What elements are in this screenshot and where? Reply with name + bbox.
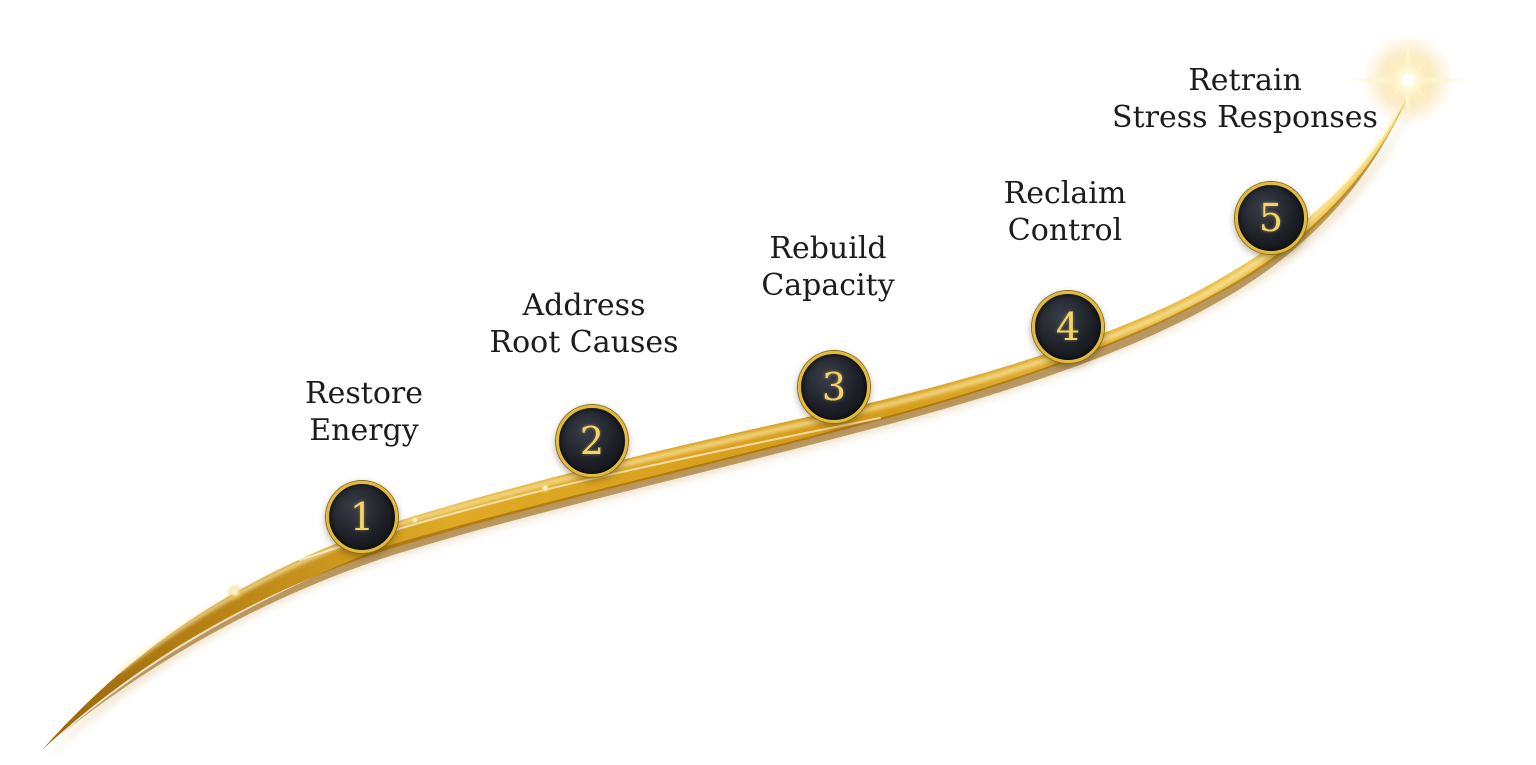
step-5-label-line1: Retrain [1188, 63, 1302, 98]
step-3-label-line1: Rebuild [769, 231, 887, 266]
step-4-label-line1: Reclaim [1003, 176, 1127, 211]
step-2-label-line2: Root Causes [489, 325, 679, 360]
step-2-number: 2 [579, 419, 605, 463]
golden-ribbon [42, 92, 1410, 750]
step-1-badge: 1 [326, 481, 398, 553]
step-4-label-line2: Control [1007, 213, 1123, 248]
glint [226, 583, 244, 601]
step-1-label: Restore Energy [305, 375, 423, 449]
step-5-label-line2: Stress Responses [1112, 100, 1378, 135]
step-2-label: Address Root Causes [489, 287, 678, 361]
ribbon-shadow [46, 100, 1414, 758]
glint [409, 514, 421, 526]
step-5-badge: 5 [1235, 182, 1307, 254]
step-5-label: Retrain Stress Responses [1112, 62, 1378, 136]
step-2-badge: 2 [556, 405, 628, 477]
step-3-number: 3 [821, 365, 847, 409]
step-3-label: Rebuild Capacity [761, 230, 894, 304]
step-1-number: 1 [349, 495, 375, 539]
step-3-label-line2: Capacity [761, 268, 895, 303]
step-3-badge: 3 [798, 351, 870, 423]
step-4-label: Reclaim Control [1004, 175, 1127, 249]
step-2-label-line1: Address [522, 288, 646, 323]
step-5-number: 5 [1258, 196, 1284, 240]
ribbon-underside [60, 104, 1404, 735]
step-1-label-line1: Restore [305, 376, 423, 411]
step-1-label-line2: Energy [309, 413, 419, 448]
sparkle-star-icon [1346, 34, 1470, 126]
step-4-badge: 4 [1032, 291, 1104, 363]
step-4-number: 4 [1055, 305, 1081, 349]
glint [538, 481, 552, 495]
